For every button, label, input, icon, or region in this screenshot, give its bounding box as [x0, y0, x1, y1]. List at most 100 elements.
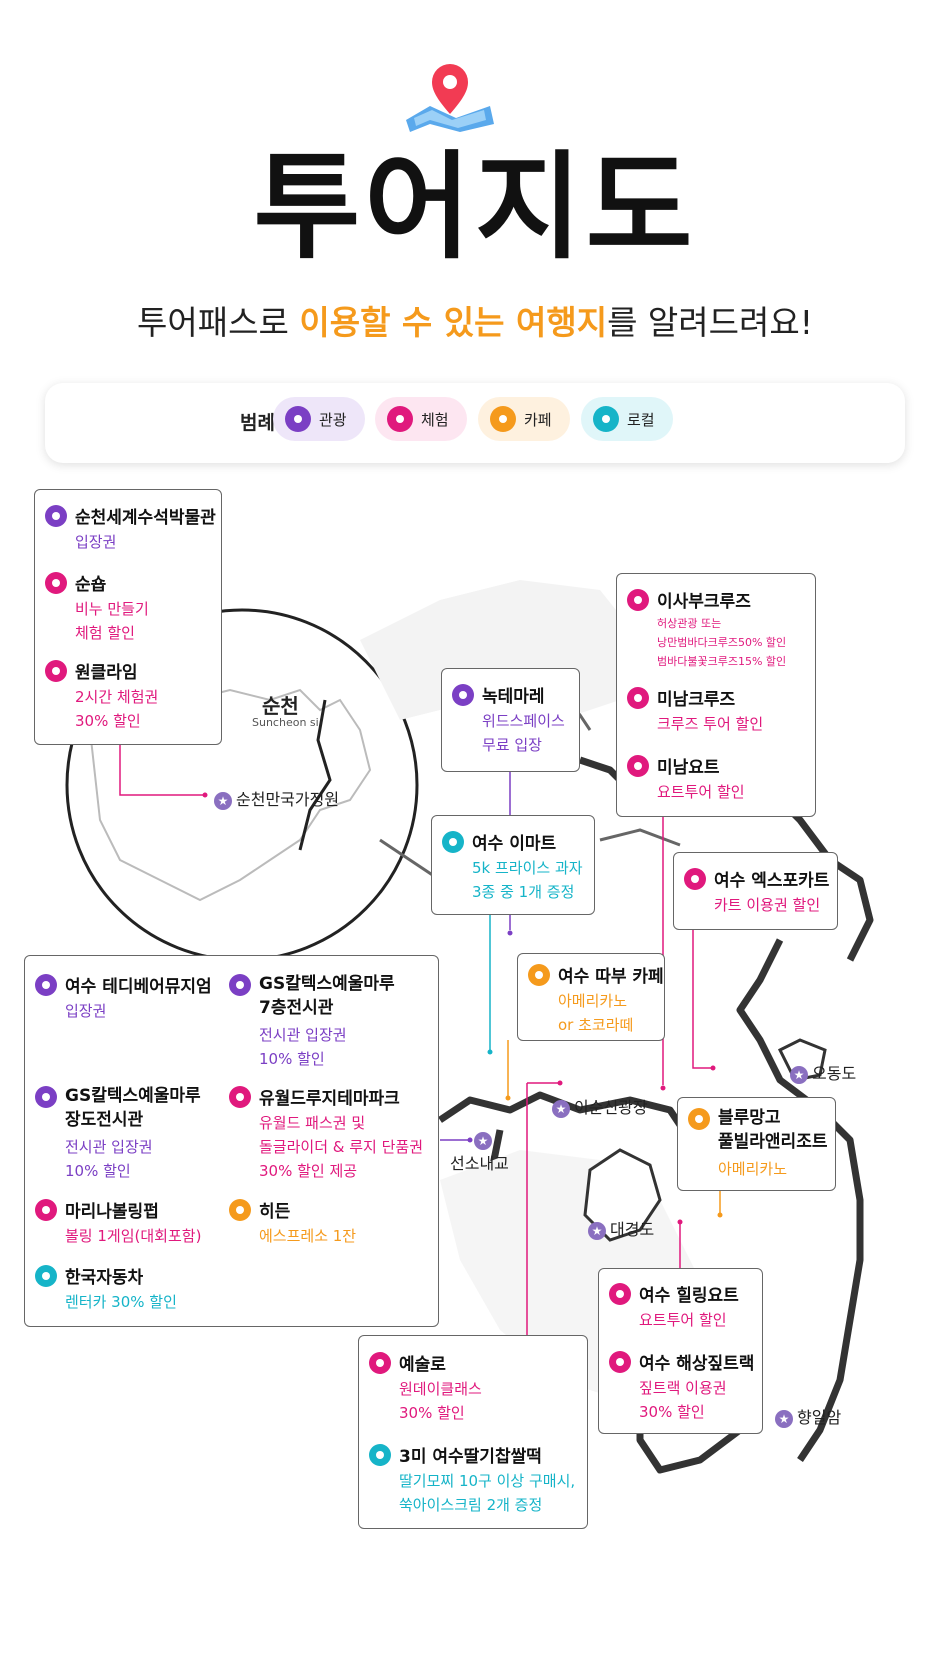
pin-icon [229, 1086, 251, 1108]
page-title: 투어지도 [253, 140, 697, 275]
pin-icon [35, 1199, 57, 1221]
pin-icon [627, 687, 649, 709]
place-name: 예술로 [399, 1355, 446, 1375]
star-icon: ★ [790, 1065, 808, 1084]
pin-icon [35, 974, 57, 996]
place-name: 여수 엑스포카트 [714, 871, 830, 891]
place-name: 원클라임 [75, 663, 138, 683]
place-benefit: 전시관 입장권 10% 할인 [65, 1138, 153, 1180]
legend-title: 범례 [240, 412, 275, 434]
place-name: 미남요트 [657, 758, 720, 778]
place-name: 여수 해상짚트랙 [639, 1354, 755, 1374]
pin-icon [45, 660, 67, 682]
place-benefit: 위드스페이스 무료 입장 [482, 712, 565, 754]
pin-icon [609, 1283, 631, 1305]
place-label-daegyeongdo: ★대경도 [588, 1216, 654, 1240]
region-label-en: Suncheon si [252, 716, 319, 729]
place-label-hyangiram: ★향일암 [775, 1404, 841, 1428]
place-label-text: 순천만국가정원 [236, 790, 340, 809]
map-pin-icon [406, 64, 494, 132]
place-label-odongdo: ★오동도 [790, 1060, 856, 1084]
place-name: 블루망고 풀빌라앤리조트 [718, 1108, 828, 1152]
place-benefit: 2시간 체험권 30% 할인 [75, 688, 159, 730]
place-benefit: 요트투어 할인 [639, 1311, 727, 1329]
place-name: 한국자동차 [65, 1268, 144, 1288]
place-benefit: 렌터카 30% 할인 [65, 1293, 177, 1311]
legend-item-local: 로컬 [581, 397, 673, 441]
place-label-text: 선소내교 [450, 1153, 509, 1173]
pin-icon [369, 1352, 391, 1374]
place-name: 3미 여수딸기찹쌀떡 [399, 1447, 542, 1467]
place-benefit: 볼링 1게임(대회포함) [65, 1227, 202, 1245]
place-benefit: 짚트랙 이용권 30% 할인 [639, 1379, 727, 1421]
pin-icon [627, 589, 649, 611]
pin-icon [229, 974, 251, 996]
legend-label: 관광 [319, 410, 347, 429]
legend-label: 로컬 [627, 410, 655, 429]
place-benefit: 허상관광 또는 낭만범바다크루즈50% 할인 범바다불꽃크루즈15% 할인 [657, 617, 787, 668]
place-benefit: 에스프레소 1잔 [259, 1227, 357, 1245]
pin-icon [490, 406, 516, 432]
place-label-text: 향일암 [797, 1408, 842, 1427]
place-benefit: 원데이클래스 30% 할인 [399, 1380, 482, 1422]
place-label-seonso: ★ 선소내교 [450, 1130, 509, 1174]
pin-icon [688, 1108, 710, 1130]
pin-icon [45, 505, 67, 527]
place-name: 유월드루지테마파크 [259, 1089, 400, 1109]
place-name: 여수 따부 카페 [558, 967, 664, 987]
pin-icon [609, 1351, 631, 1373]
legend-label: 체험 [421, 410, 449, 429]
star-icon: ★ [214, 791, 232, 810]
pin-icon [369, 1444, 391, 1466]
pin-icon [285, 406, 311, 432]
pin-icon [35, 1086, 57, 1108]
place-name: GS칼텍스예울마루 장도전시관 [65, 1086, 201, 1130]
place-label-yisunsin: ★이순신광장 [552, 1094, 648, 1118]
pin-icon [627, 755, 649, 777]
place-name: GS칼텍스예울마루 7층전시관 [259, 974, 395, 1018]
star-icon: ★ [474, 1131, 492, 1150]
place-benefit: 아메리카노 or 초코라떼 [558, 992, 634, 1034]
star-icon: ★ [588, 1221, 606, 1240]
subtitle-part: 투어패스로 [137, 303, 300, 342]
legend: 범례 관광 체험 카페 로컬 [45, 383, 905, 463]
region-label: 순천 [262, 694, 299, 718]
legend-item-experience: 체험 [375, 397, 467, 441]
pin-icon [442, 831, 464, 853]
place-benefit: 딸기모찌 10구 이상 구매시, 쑥아이스크림 2개 증정 [399, 1472, 576, 1514]
legend-label: 카페 [524, 410, 552, 429]
place-name: 여수 이마트 [472, 834, 557, 854]
place-name: 미남크루즈 [657, 690, 736, 710]
place-label-text: 대경도 [610, 1220, 655, 1239]
place-benefit: 전시관 입장권 10% 할인 [259, 1026, 347, 1068]
place-name: 이사부크루즈 [657, 592, 751, 612]
place-benefit: 입장권 [75, 533, 117, 551]
place-benefit: 크루즈 투어 할인 [657, 715, 764, 733]
pin-icon [387, 406, 413, 432]
place-label-suncheon-garden: ★순천만국가정원 [214, 786, 339, 810]
place-benefit: 아메리카노 [718, 1160, 788, 1178]
place-benefit: 유월드 패스권 및 돌글라이더 & 루지 단품권 30% 할인 제공 [259, 1114, 424, 1180]
place-label-text: 오동도 [812, 1064, 857, 1083]
star-icon: ★ [775, 1409, 793, 1428]
place-name: 마리나볼링펍 [65, 1202, 159, 1222]
place-label-text: 이순신광장 [574, 1098, 648, 1117]
place-benefit: 카트 이용권 할인 [714, 896, 821, 914]
place-benefit: 5k 프라이스 과자 3종 중 1개 증정 [472, 859, 583, 901]
subtitle-part: 이용할 수 있는 여행지 [299, 303, 608, 342]
pin-icon [684, 868, 706, 890]
pin-icon [45, 572, 67, 594]
legend-item-cafe: 카페 [478, 397, 570, 441]
legend-item-tour: 관광 [273, 397, 365, 441]
pin-icon [452, 684, 474, 706]
pin-icon [229, 1199, 251, 1221]
place-name: 순천세계수석박물관 [75, 508, 216, 528]
